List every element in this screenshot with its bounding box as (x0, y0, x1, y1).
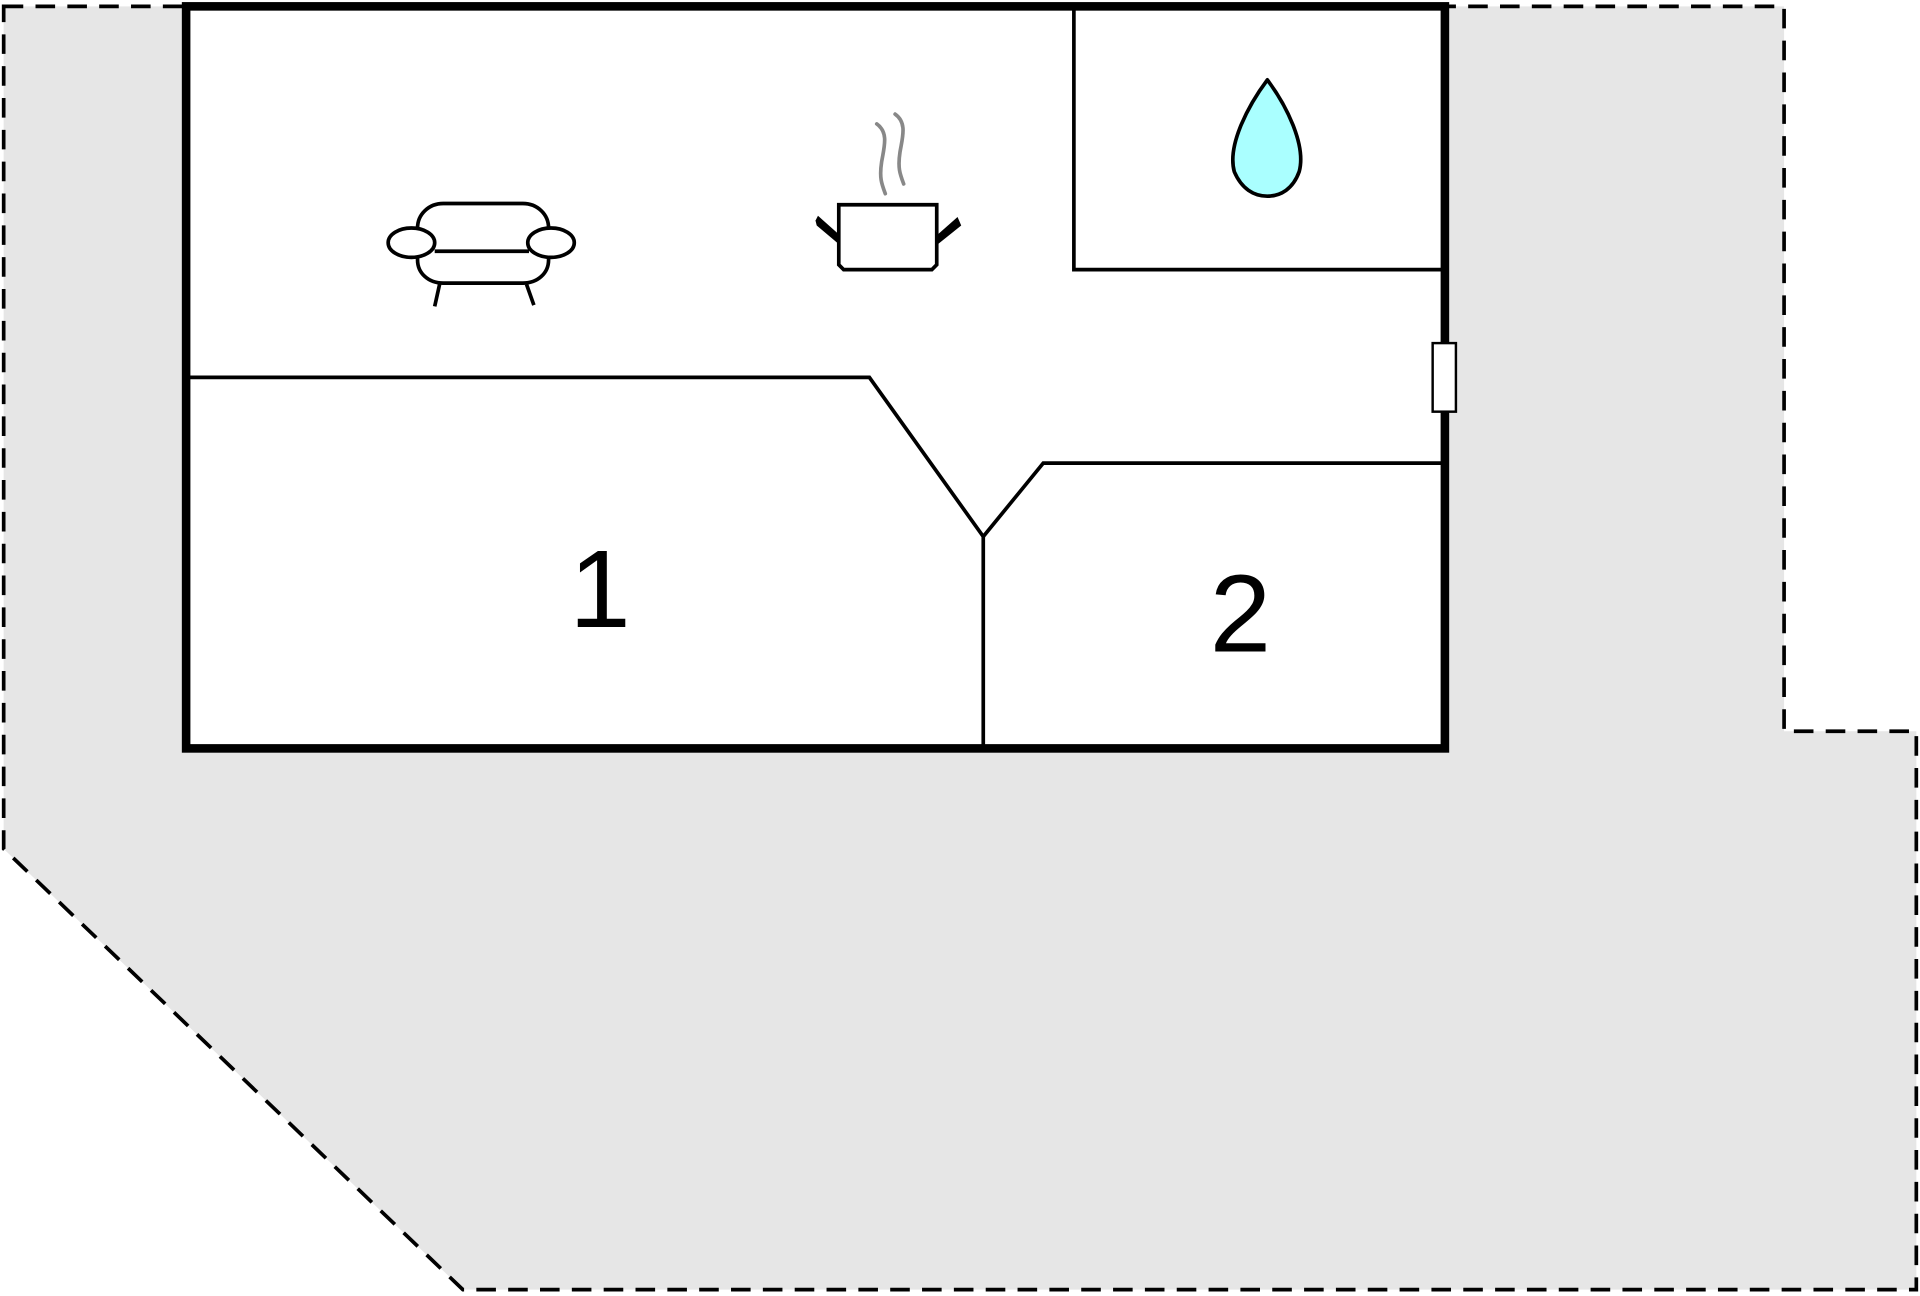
cooking-pot-icon (815, 112, 962, 272)
bathroom-wall (1072, 6, 1442, 272)
entrance-door (1431, 341, 1458, 413)
room-label-2: 2 (1210, 553, 1271, 676)
room-label-1: 1 (569, 528, 630, 651)
sofa-icon (386, 201, 577, 307)
bedroom-2-wall (981, 461, 1442, 538)
water-drop-icon (1231, 78, 1303, 199)
bedroom-1-wall (189, 375, 986, 746)
